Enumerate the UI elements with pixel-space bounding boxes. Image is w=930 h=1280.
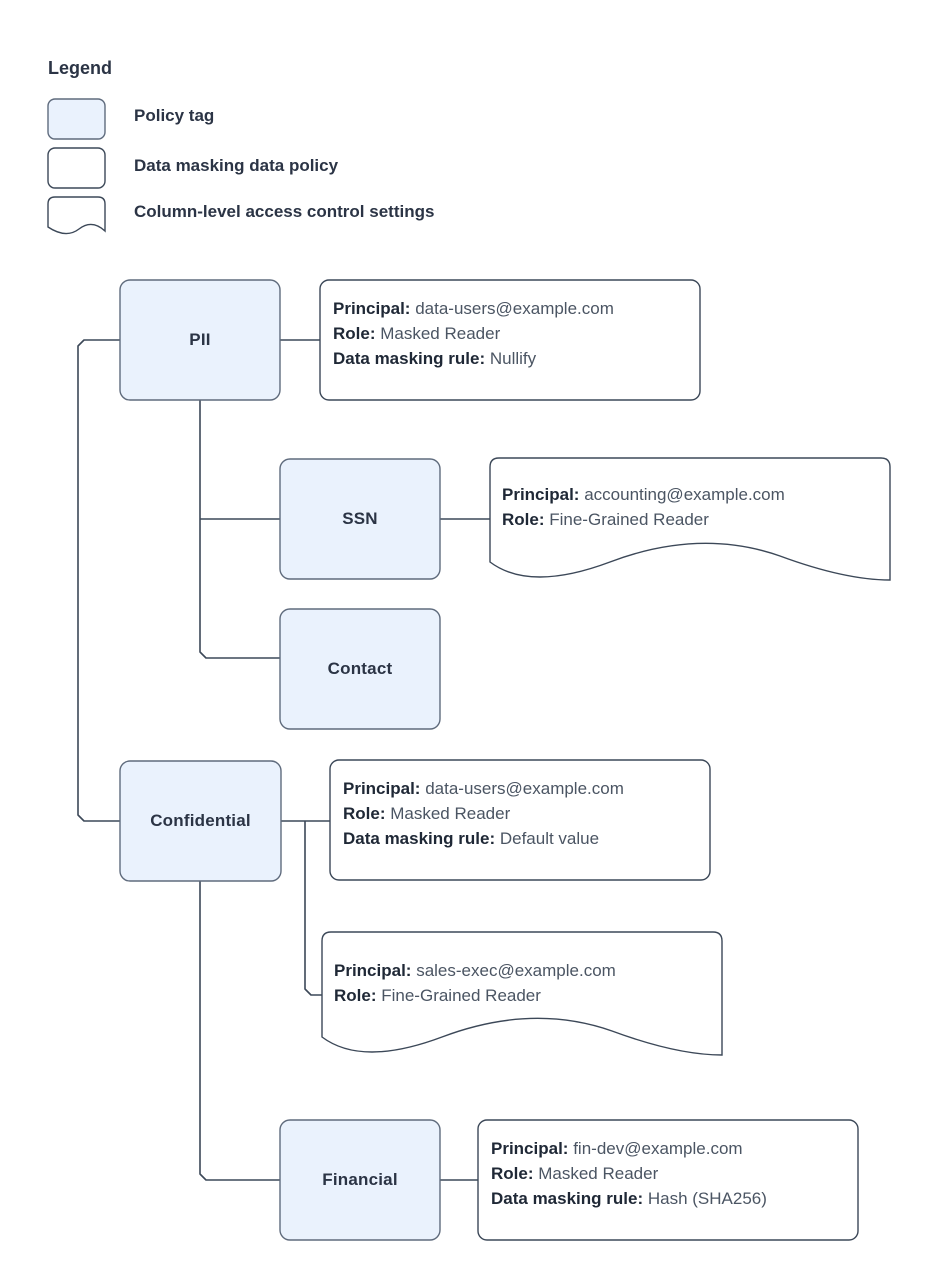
label-role: Role: xyxy=(333,324,376,343)
legend-label-column-level-access-control: Column-level access control settings xyxy=(134,202,435,221)
label-role: Role: xyxy=(343,804,386,823)
value-principal: accounting@example.com xyxy=(584,485,785,504)
policy-tag-nodes-group xyxy=(119,279,441,1241)
value-role: Fine-Grained Reader xyxy=(549,510,709,529)
callout-text-confidential-acl: Principal: sales-exec@example.com Role: … xyxy=(334,958,616,1008)
label-masking-rule: Data masking rule: xyxy=(343,829,496,848)
value-principal: data-users@example.com xyxy=(425,779,624,798)
callout-line-role: Role: Fine-Grained Reader xyxy=(334,983,616,1008)
callout-line-principal: Principal: data-users@example.com xyxy=(333,296,614,321)
label-principal: Principal: xyxy=(334,961,412,980)
legend-swatch-policy-tag xyxy=(47,98,106,140)
value-principal: sales-exec@example.com xyxy=(416,961,616,980)
value-masking-rule: Default value xyxy=(499,829,600,848)
callout-line-masking-rule: Data masking rule: Hash (SHA256) xyxy=(491,1186,767,1211)
value-role: Masked Reader xyxy=(380,324,501,343)
value-masking-rule: Hash (SHA256) xyxy=(647,1189,767,1208)
label-role: Role: xyxy=(334,986,377,1005)
callout-line-masking-rule: Data masking rule: Default value xyxy=(343,826,624,851)
node-label-ssn[interactable]: SSN xyxy=(342,509,378,528)
value-role: Masked Reader xyxy=(538,1164,659,1183)
callout-line-role: Role: Masked Reader xyxy=(333,321,614,346)
label-principal: Principal: xyxy=(333,299,411,318)
legend-label-policy-tag: Policy tag xyxy=(134,106,215,125)
legend-label-data-masking-data-policy: Data masking data policy xyxy=(134,156,339,175)
value-role: Fine-Grained Reader xyxy=(381,986,541,1005)
label-role: Role: xyxy=(491,1164,534,1183)
label-role: Role: xyxy=(502,510,545,529)
node-label-confidential[interactable]: Confidential xyxy=(150,811,251,830)
legend-title: Legend xyxy=(48,58,113,78)
callout-box-financial-policy[interactable] xyxy=(477,1119,859,1241)
callout-line-principal: Principal: accounting@example.com xyxy=(502,482,785,507)
node-label-financial[interactable]: Financial xyxy=(322,1170,398,1189)
node-box-confidential[interactable] xyxy=(119,760,282,882)
node-box-ssn[interactable] xyxy=(279,458,441,580)
value-principal: data-users@example.com xyxy=(415,299,614,318)
edge-confidential-to-acl-callout xyxy=(304,821,322,996)
edge-confidential-to-financial xyxy=(199,881,280,1181)
edge-pii-to-children-spine xyxy=(199,400,280,659)
label-masking-rule: Data masking rule: xyxy=(333,349,486,368)
label-principal: Principal: xyxy=(491,1139,569,1158)
node-label-pii[interactable]: PII xyxy=(189,330,211,349)
node-label-contact[interactable]: Contact xyxy=(327,659,393,678)
callout-box-ssn-acl[interactable] xyxy=(489,457,891,581)
legend-swatches-group xyxy=(47,98,106,235)
value-role: Masked Reader xyxy=(390,804,511,823)
callout-line-role: Role: Masked Reader xyxy=(491,1161,767,1186)
callout-line-role: Role: Fine-Grained Reader xyxy=(502,507,785,532)
legend-swatch-data-masking-data-policy xyxy=(47,147,106,189)
callout-line-principal: Principal: data-users@example.com xyxy=(343,776,624,801)
value-masking-rule: Nullify xyxy=(489,349,537,368)
legend-swatch-column-level-access-control xyxy=(47,196,106,235)
node-box-pii[interactable] xyxy=(119,279,281,401)
callout-text-ssn-acl: Principal: accounting@example.com Role: … xyxy=(502,482,785,532)
edge-spine-pii-confidential xyxy=(77,339,120,822)
callout-text-financial-policy: Principal: fin-dev@example.com Role: Mas… xyxy=(491,1136,767,1211)
callout-text-pii-policy: Principal: data-users@example.com Role: … xyxy=(333,296,614,371)
callout-box-pii-policy[interactable] xyxy=(319,279,701,401)
callout-line-principal: Principal: sales-exec@example.com xyxy=(334,958,616,983)
callout-line-principal: Principal: fin-dev@example.com xyxy=(491,1136,767,1161)
callout-box-confidential-acl[interactable] xyxy=(321,931,723,1056)
label-principal: Principal: xyxy=(502,485,580,504)
node-box-financial[interactable] xyxy=(279,1119,441,1241)
callout-line-masking-rule: Data masking rule: Nullify xyxy=(333,346,614,371)
callout-box-confidential-policy[interactable] xyxy=(329,759,711,881)
value-principal: fin-dev@example.com xyxy=(573,1139,743,1158)
edges-group xyxy=(77,339,490,1181)
callout-shapes-group xyxy=(319,279,891,1241)
node-box-contact[interactable] xyxy=(279,608,441,730)
label-principal: Principal: xyxy=(343,779,421,798)
callout-line-role: Role: Masked Reader xyxy=(343,801,624,826)
callout-text-confidential-policy: Principal: data-users@example.com Role: … xyxy=(343,776,624,851)
label-masking-rule: Data masking rule: xyxy=(491,1189,644,1208)
